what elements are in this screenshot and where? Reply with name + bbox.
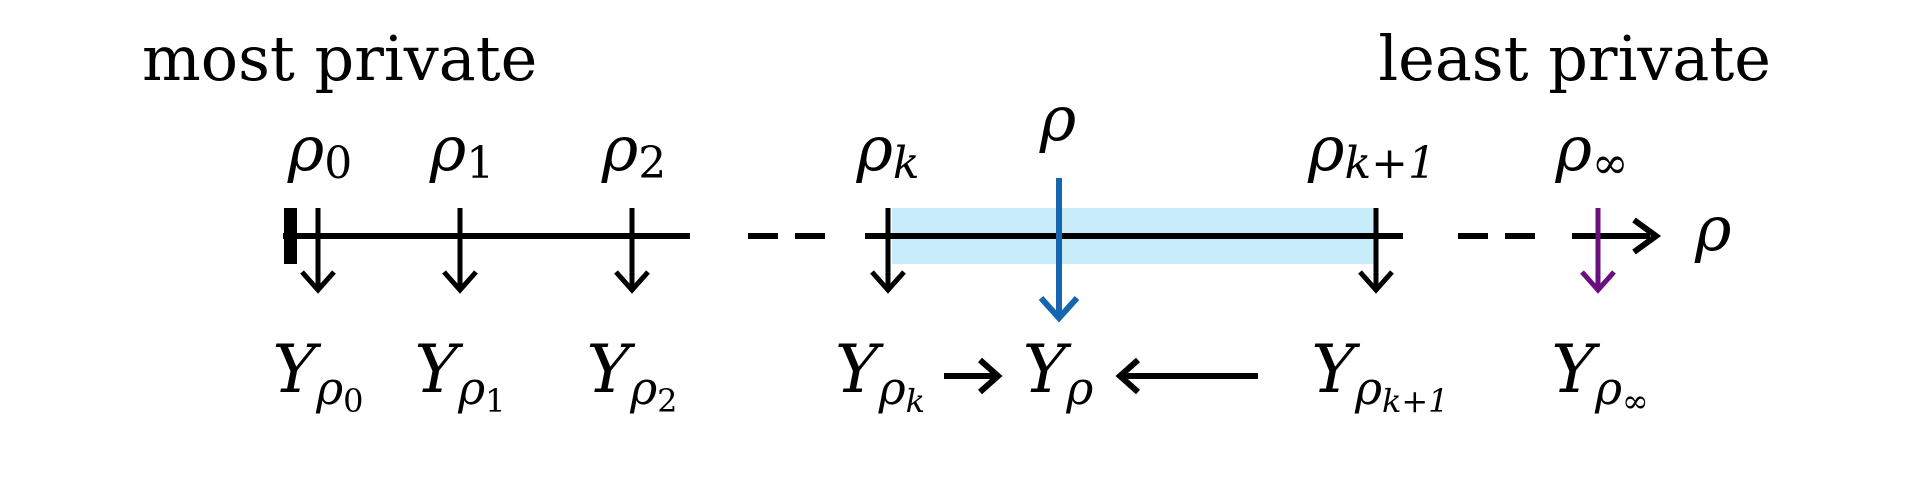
tick-label-rho1: ρ1 [429,112,494,189]
y-label-rho: Yρ [1023,331,1094,415]
y-label-rhok: Yρk [835,331,925,420]
axis [283,217,1662,255]
tick-arrows [300,208,1394,294]
arrow-yrhok1-to-yrho [1115,357,1258,395]
tick-label-rhok1: ρk+1 [1307,112,1436,189]
label-most-private: most private [142,22,537,95]
tick-arrow-rho0 [300,208,336,294]
tick-arrow-rhoinf [1580,208,1616,294]
label-axis-rho: ρ [1694,192,1731,265]
label-target-rho: ρ [1039,82,1076,155]
axis-origin-bar [284,208,297,264]
y-label-rho0: Yρ0 [273,331,364,420]
y-label-rho2: Yρ2 [587,331,678,420]
tick-arrow-rhok [870,208,906,294]
tick-arrow-rhok1 [1358,208,1394,294]
tick-label-rhok: ρk [855,112,919,189]
tick-labels: ρ0 ρ1 ρ2 ρk ρk+1 ρ∞ [287,112,1629,189]
y-label-rho1: Yρ1 [415,331,506,420]
y-label-rhoinf: Yρ∞ [1551,331,1648,420]
arrow-yrhok-to-yrho [944,357,1003,395]
axis-arrowhead [1632,217,1662,255]
target-rho-arrow [1038,178,1080,323]
tick-arrow-rho2 [614,208,650,294]
tick-label-rhoinf: ρ∞ [1554,112,1628,189]
mapping-arrows [944,357,1258,395]
tick-label-rho2: ρ2 [601,112,666,189]
tick-arrow-rho1 [442,208,478,294]
tick-label-rho0: ρ0 [287,112,352,189]
y-label-rhok1: Yρk+1 [1311,331,1448,420]
label-least-private: least private [1378,22,1771,95]
y-labels: Yρ0 Yρ1 Yρ2 Yρk Yρ Yρk+1 Yρ∞ [273,331,1649,420]
